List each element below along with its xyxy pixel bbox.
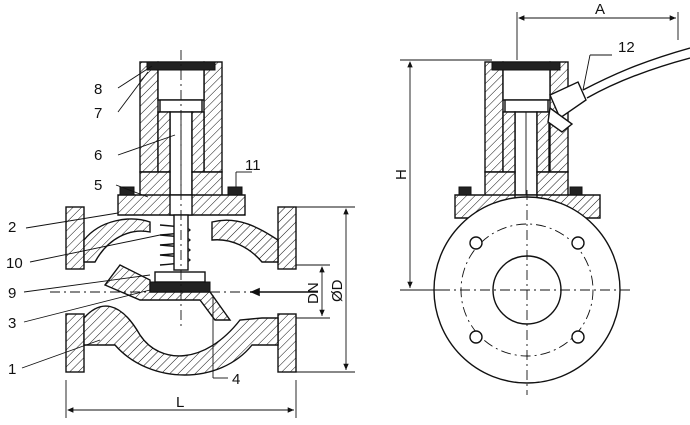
part-label-10: 10 — [6, 255, 23, 272]
dim-width-label: A — [595, 1, 605, 18]
side-view — [420, 47, 690, 395]
left-dimensions: L ØD DN — [65, 206, 355, 418]
dim-length-label: L — [176, 394, 184, 411]
part-label-12: 12 — [618, 39, 635, 56]
dim-nominal-diameter-label: DN — [305, 282, 322, 304]
part-label-11: 11 — [245, 157, 261, 174]
part-label-9: 9 — [8, 285, 16, 302]
part-label-2: 2 — [8, 219, 16, 236]
part-label-8: 8 — [94, 81, 102, 98]
leader-lines — [21, 65, 252, 379]
right-dimensions: A H 12 — [393, 1, 679, 291]
sectional-view — [50, 50, 318, 376]
part-label-6: 6 — [94, 147, 102, 164]
spring — [159, 214, 191, 271]
part-label-7: 7 — [94, 105, 102, 122]
part-label-5: 5 — [94, 177, 102, 194]
valve-body — [65, 206, 297, 376]
part-labels: 8 7 6 5 11 2 10 9 3 1 4 — [6, 81, 261, 388]
part-label-4: 4 — [232, 371, 240, 388]
part-label-1: 1 — [8, 361, 16, 378]
dim-flange-diameter-label: ØD — [329, 279, 346, 302]
cable-gland — [547, 47, 690, 133]
part-label-3: 3 — [8, 315, 16, 332]
dim-height-label: H — [393, 169, 410, 180]
coil-housing — [139, 61, 223, 208]
